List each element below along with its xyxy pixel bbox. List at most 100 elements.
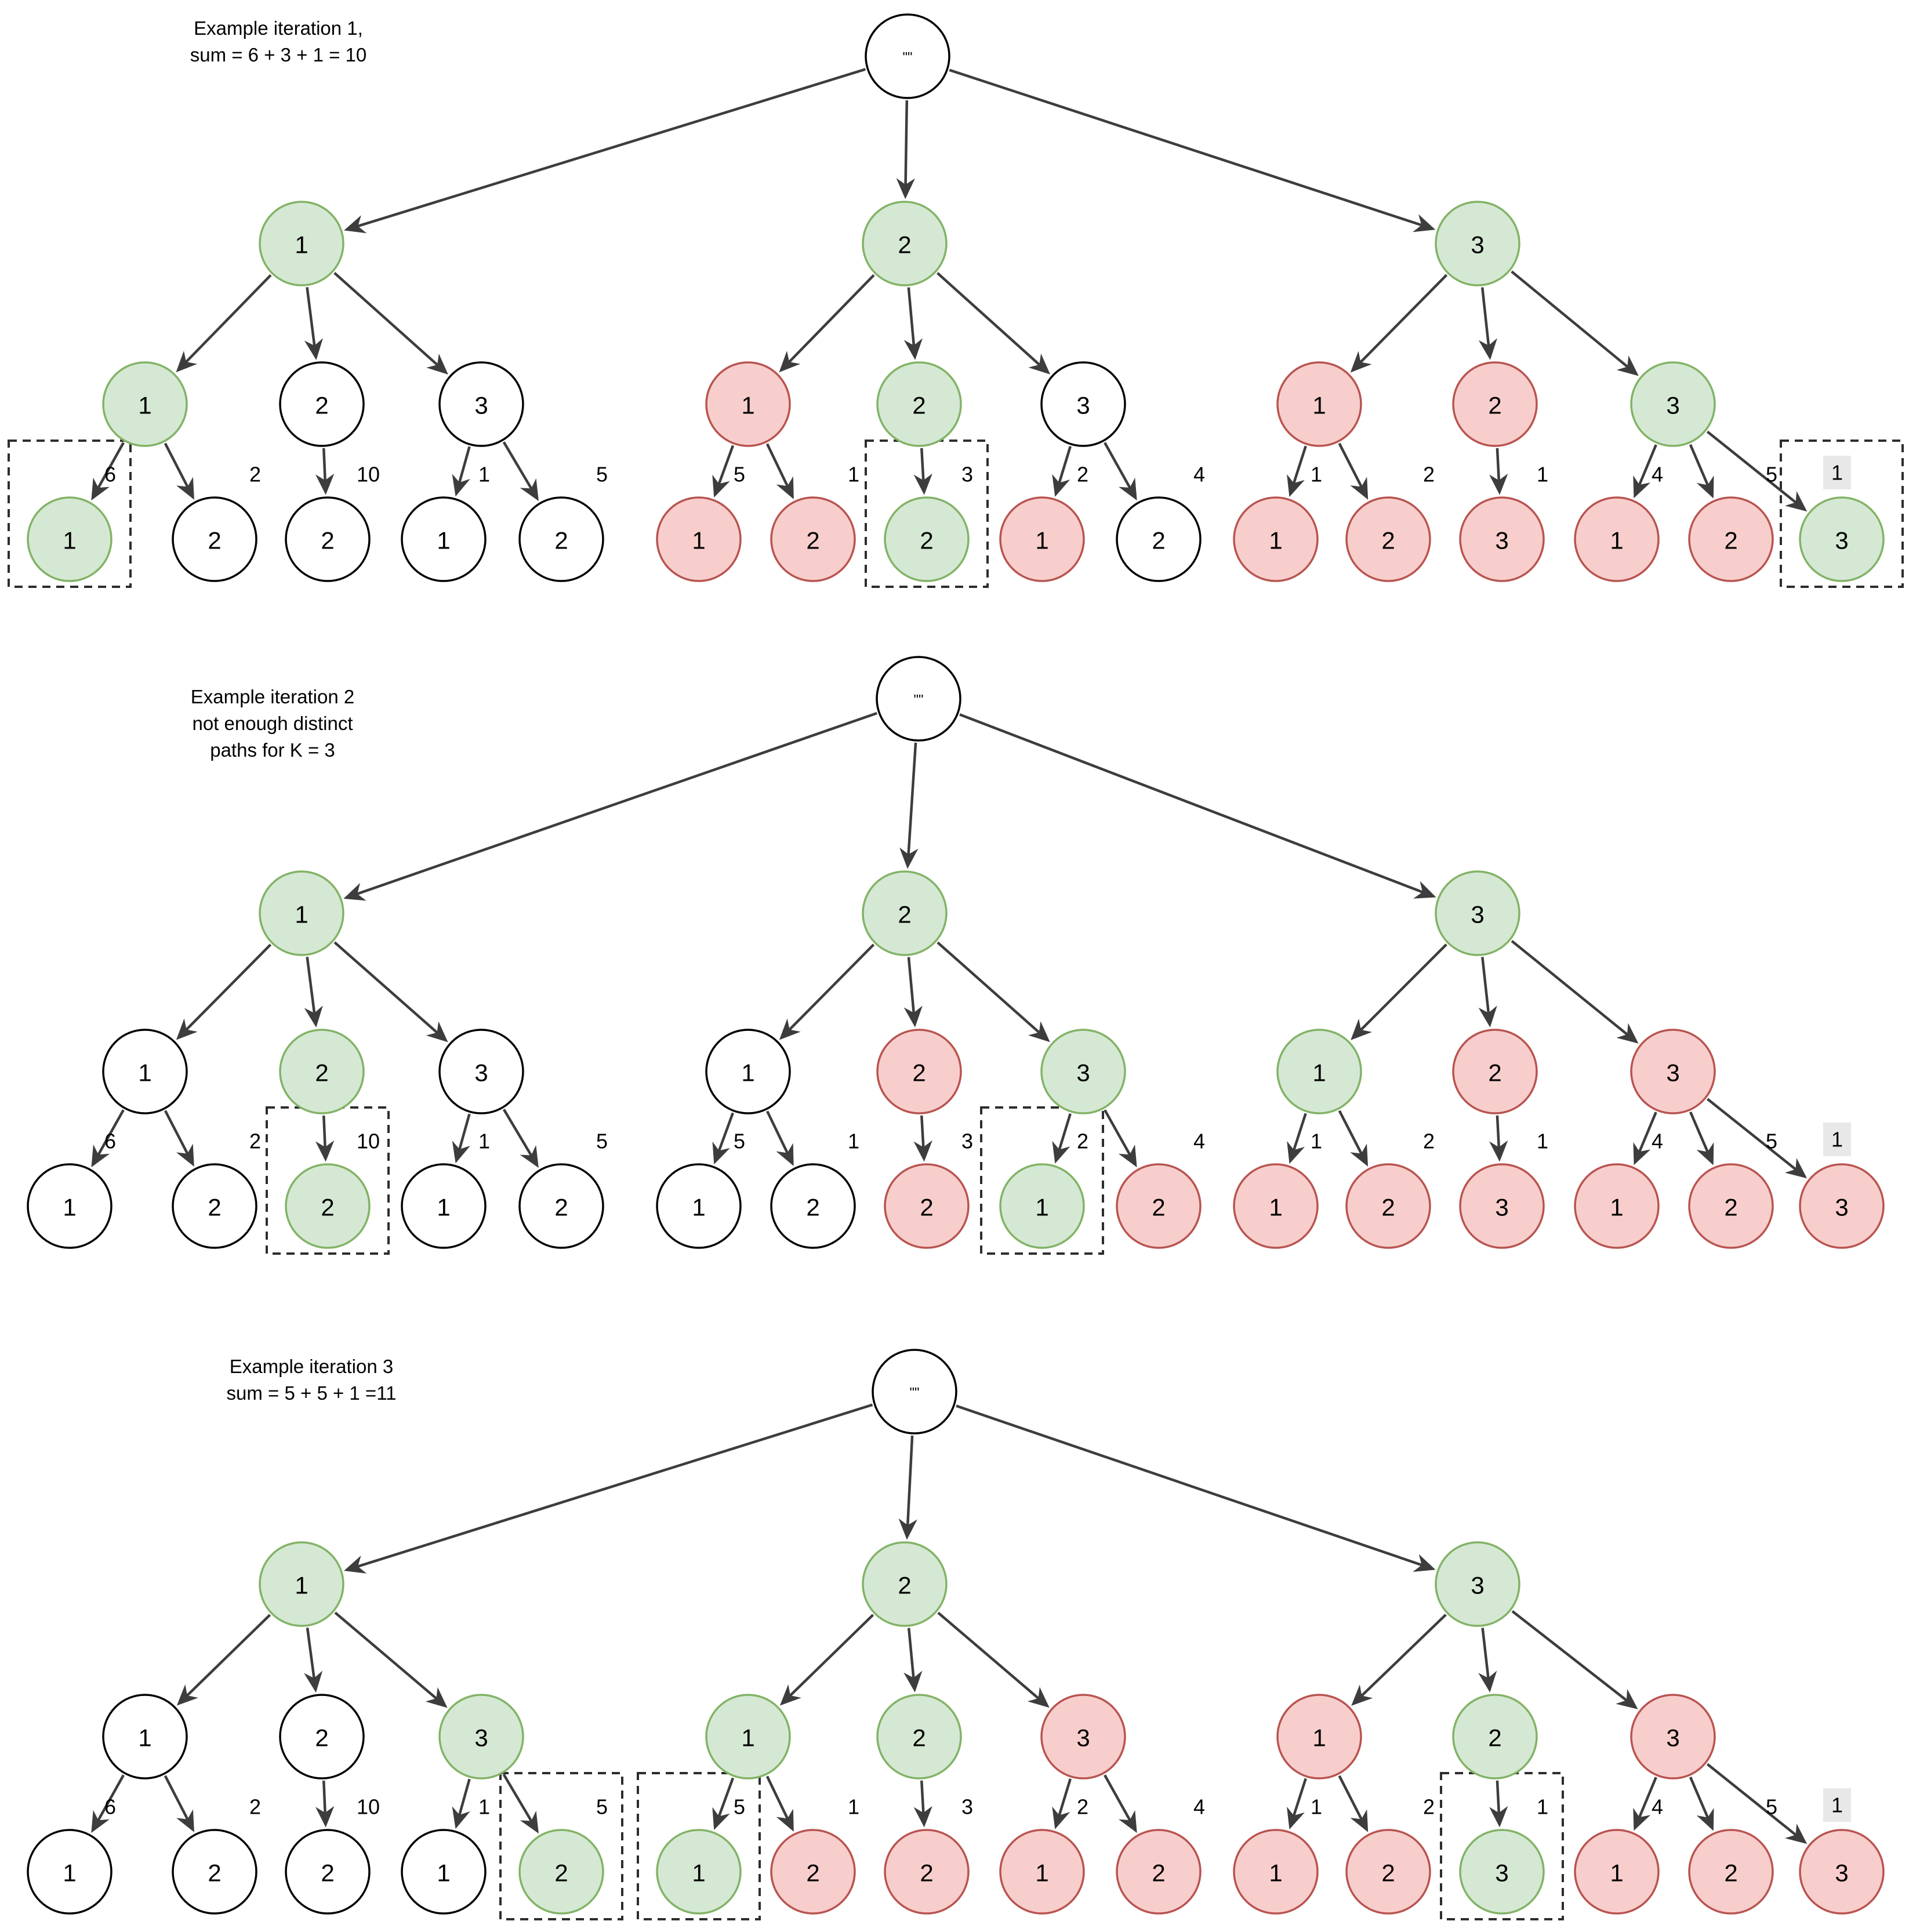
tree-edge-arrow [1478,957,1497,1027]
tree-edge-arrow [1351,1614,1447,1706]
node-label: 1 [1269,1194,1282,1221]
tree2-level2-node-3-white [705,1029,791,1114]
tree-edge-arrow [304,1628,323,1693]
edge-weight-label: 5 [734,1795,745,1819]
edge-weight-label: 2 [249,1795,261,1819]
edge-weight-label: 3 [961,1130,973,1153]
node-label: 1 [437,1194,450,1221]
tree-edge-arrow [1287,1778,1307,1830]
tree1-leaf-node-3-white [401,496,487,582]
node-label: 3 [1471,901,1484,928]
node-label: 2 [898,1572,911,1599]
edge-weight-label: 4 [1193,1130,1205,1153]
tree-edge-arrow [1287,445,1307,497]
edge-weight-label: 1 [478,1130,490,1153]
tree-edge-arrow [1706,1763,1808,1844]
node-label: 1 [1269,1860,1282,1887]
tree-edge-arrow [1511,270,1639,376]
tree1-level1-node-1-green [259,201,344,286]
edge-weight-label: 5 [596,1130,608,1153]
node-label: 2 [806,1194,819,1221]
edge-weight-label: 2 [1077,1130,1088,1153]
edge-weight-label: 3 [961,1795,973,1819]
edge-weight-label: 4 [1652,463,1663,486]
tree-title-line: Example iteration 3 [230,1356,393,1377]
tree-edge-arrow [1511,940,1639,1044]
node-label: 1 [1035,1194,1048,1221]
tree-edge-arrow [91,1109,125,1168]
node-label: 3 [1835,1860,1848,1887]
tree-edge-arrow [333,271,448,375]
tree-edge-arrow [1489,1115,1508,1162]
edge-weight-label: 3 [961,463,973,486]
tree3-level2-node-2-green [438,1694,524,1780]
node-label: 2 [321,527,334,554]
edge-weight-label: 1 [1311,1795,1322,1819]
tree-edge-arrow [1104,1774,1137,1833]
tree1-leaf-node-9-white [1116,496,1202,582]
tree1-leaf-node-0-green [27,496,112,582]
edge-weight-label: 2 [1423,1795,1435,1819]
tree2-leaf-node-4-white [518,1163,604,1249]
tree-edge-arrow [333,941,448,1043]
tree-edge-arrow [937,272,1051,375]
tree1-level2-node-6-red [1276,361,1362,447]
tree1-root-node-white [865,13,950,99]
tree-edge-arrow [164,1775,194,1832]
edge-weight-label: 5 [734,1130,745,1153]
node-label: 3 [1666,392,1679,419]
node-label: 3 [1495,1194,1508,1221]
node-label: 2 [554,527,568,554]
tree-edge-arrow [164,442,194,500]
tree2-leaf-node-11-red [1345,1163,1431,1249]
tree2-leaf-node-1-white [172,1163,257,1249]
tree-edge-arrow [344,68,866,234]
tree-edge-arrow [779,943,875,1040]
tree-edge-arrow [304,957,323,1028]
node-label: 3 [474,1724,488,1752]
tree-edge-arrow [502,1109,539,1168]
edge-weight-label: 10 [357,1130,380,1153]
edge-weight-label: 2 [249,1130,261,1153]
tree-edge-arrow [176,1614,271,1706]
tree1-level1-node-3-green [1435,201,1520,286]
tree3-leaf-node-3-white [401,1829,487,1915]
tree3-leaf-node-14-red [1688,1829,1774,1915]
edge-weight-label: 5 [1766,1130,1777,1153]
tree-edge-arrow [452,446,471,497]
node-label: 1 [63,1860,76,1887]
tree3-leaf-node-9-red [1116,1829,1202,1915]
node-label: 1 [1035,527,1048,554]
selected-path-box [8,440,132,588]
node-label: 1 [63,1194,76,1221]
tree2-level2-node-6-green [1276,1029,1362,1114]
tree1-level2-node-3-red [705,361,791,447]
node-label: 1 [138,1724,151,1752]
tree1-level1-node-2-green [862,201,948,286]
tree3-level2-node-5-red [1040,1694,1126,1780]
edge-weight-label: 2 [1423,463,1435,486]
edge-weight-label: 5 [596,1795,608,1819]
tree-edge-arrow [344,1403,873,1574]
tree-edge-arrow [765,1775,794,1832]
edge-weight-label: 1 [1831,1128,1843,1152]
tree1-leaf-node-6-red [770,496,856,582]
node-label: "" [909,1385,919,1401]
tree-edge-arrow [1633,1112,1657,1165]
node-label: 2 [912,1059,926,1087]
tree-iteration-1: Example iteration 1,sum = 6 + 3 + 1 = 10… [8,13,1904,588]
tree-edge-arrow [452,1113,471,1164]
node-label: 3 [474,392,488,419]
tree1-leaf-node-12-red [1459,496,1545,582]
tree1-leaf-node-10-red [1233,496,1319,582]
tree-title-line: sum = 5 + 5 + 1 =11 [227,1382,397,1404]
tree-edge-arrow [779,1614,874,1706]
node-label: 2 [1724,527,1737,554]
node-label: 3 [1076,392,1090,419]
edge-weight-label: 1 [1537,1795,1548,1819]
tree3-level1-node-3-green [1435,1541,1520,1627]
tree-edge-arrow [765,443,794,499]
edge-weight-label: 1 [478,1795,490,1819]
edge-weight-label: 4 [1652,1130,1663,1153]
